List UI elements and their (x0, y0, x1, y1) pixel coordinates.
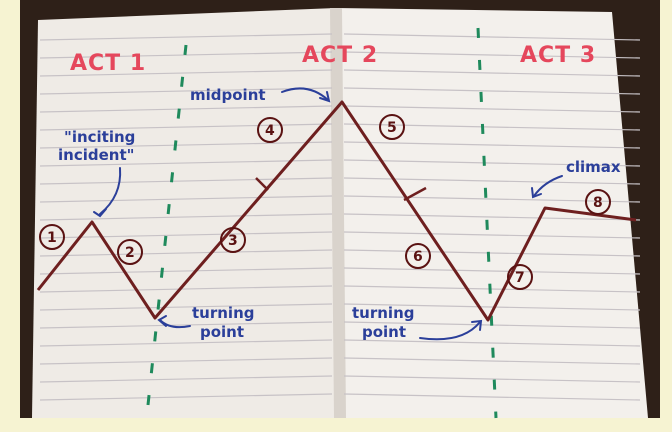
beat-3-circle (220, 227, 246, 253)
ruled-line (343, 267, 641, 275)
ruled-line (343, 195, 641, 203)
ruled-lines (39, 33, 641, 401)
ruled-line (39, 159, 333, 167)
ruled-line (343, 339, 641, 347)
midpoint-arrowhead (319, 91, 331, 103)
beat-1-circle (39, 224, 65, 250)
beat-8-circle (585, 189, 611, 215)
act1-title: ACT 1 (70, 51, 146, 76)
beat-6-label: 6 (413, 249, 423, 265)
ruled-line (39, 321, 333, 329)
ruled-line (343, 51, 641, 59)
story-arc-line (36, 100, 637, 322)
turning-right-arrow (419, 321, 481, 341)
ruled-line (39, 303, 333, 311)
ruled-line (39, 195, 333, 203)
ruled-line (39, 87, 333, 95)
arc-tick-right (403, 186, 427, 202)
ruled-line (343, 123, 641, 131)
turning-point-left-line2: point (200, 323, 244, 341)
ruled-line (39, 285, 333, 293)
climax-arrow (533, 175, 563, 197)
inciting-incident-line1: "inciting (64, 128, 135, 146)
midpoint-arrow (281, 87, 329, 101)
beat-5-circle (379, 114, 405, 140)
ruled-line (39, 375, 333, 383)
ruled-line (39, 69, 333, 77)
beat-2-label: 2 (125, 245, 135, 261)
annotation-arrows (93, 87, 563, 341)
ruled-line (343, 393, 641, 401)
climax-label: climax (566, 158, 621, 176)
ruled-line (39, 231, 333, 239)
ruled-line (39, 357, 333, 365)
beat-1-label: 1 (47, 230, 57, 246)
ruled-line (343, 141, 641, 149)
midpoint-label: midpoint (190, 86, 266, 104)
ruled-line (343, 69, 641, 77)
ruled-line (39, 141, 333, 149)
beat-2-circle (117, 239, 143, 265)
ruled-line (343, 357, 641, 365)
act3-title: ACT 3 (520, 43, 596, 68)
ruled-line (39, 177, 333, 185)
act2-title: ACT 2 (302, 43, 378, 68)
ruled-line (343, 249, 641, 257)
ruled-line (343, 105, 641, 113)
ruled-line (39, 123, 333, 131)
turning-point-right-line2: point (362, 323, 406, 341)
inciting-incident-line2: incident" (58, 146, 134, 164)
ruled-line (39, 105, 333, 113)
beat-5-label: 5 (387, 120, 397, 136)
ruled-line (39, 33, 333, 41)
beat-3-label: 3 (228, 233, 238, 249)
ruled-line (343, 159, 641, 167)
arc-tick-left (255, 177, 269, 191)
ruled-line (343, 231, 641, 239)
beat-6-circle (405, 243, 431, 269)
beat-7-label: 7 (515, 270, 525, 286)
beat-4-label: 4 (265, 123, 275, 139)
ruled-line (343, 303, 641, 311)
ruled-line (39, 393, 333, 401)
ruled-line (343, 375, 641, 383)
act-dividers (146, 27, 498, 419)
turning-point-right-line1: turning (352, 304, 414, 322)
ruled-line (39, 249, 333, 257)
ruled-line (343, 213, 641, 221)
ruled-line (39, 267, 333, 275)
beat-7-circle (507, 264, 533, 290)
turning-right-arrowhead (471, 319, 483, 331)
act2-divider (476, 27, 498, 419)
inciting-arrowhead (93, 208, 107, 218)
climax-arrowhead (531, 187, 542, 199)
turning-left-arrowhead (157, 315, 167, 327)
beat-8-label: 8 (593, 195, 603, 211)
ruled-line (39, 339, 333, 347)
ruled-line (343, 33, 641, 41)
beat-4-circle (257, 117, 283, 143)
ruled-line (343, 285, 641, 293)
beat-circles (39, 114, 611, 290)
turning-point-left-line1: turning (192, 304, 254, 322)
ruled-line (343, 87, 641, 95)
ruled-line (39, 213, 333, 221)
